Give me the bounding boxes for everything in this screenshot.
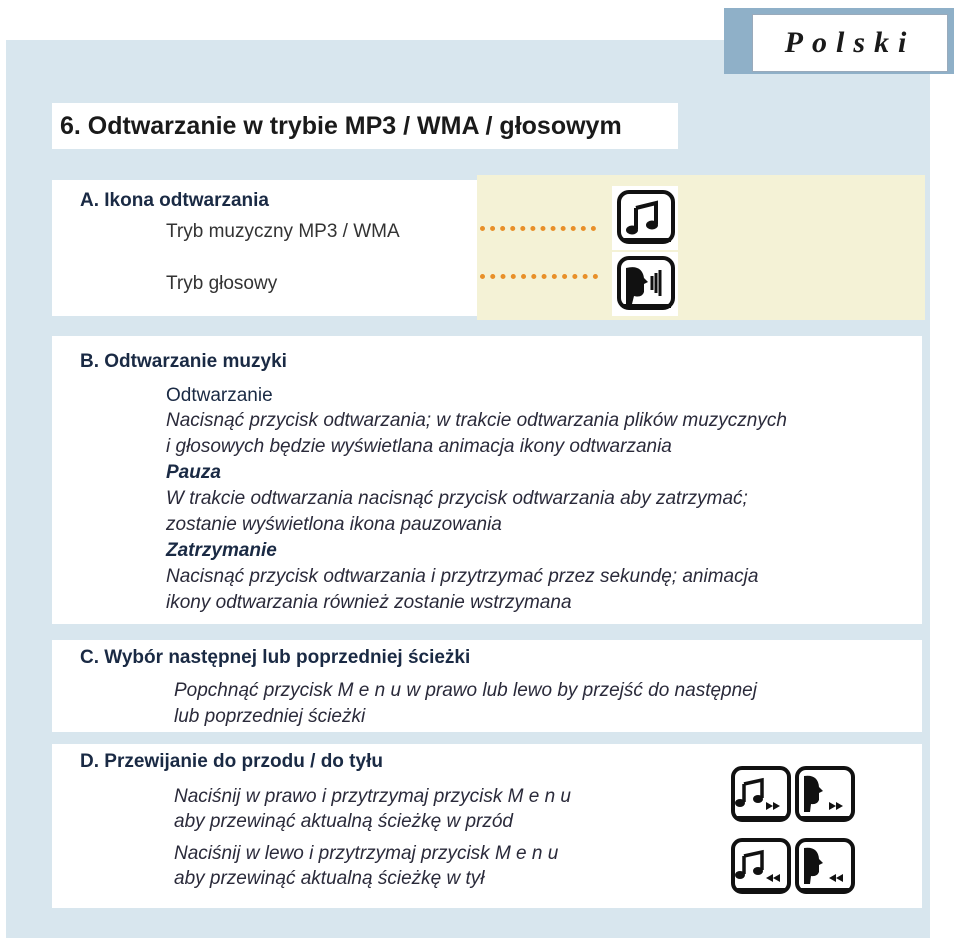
title-box [52,103,678,149]
language-label: Polski [752,14,948,72]
forward-icons-group [728,762,858,828]
play-line-2: i głosowych będzie wyświetlana animacja … [166,436,672,457]
section-a-heading: A. Ikona odtwarzania [80,190,269,211]
pause-title: Pauza [166,462,221,483]
page-title: 6. Odtwarzanie w trybie MP3 / WMA / głos… [60,112,622,140]
rewind-line-2: aby przewinąć aktualną ścieżkę w tył [174,868,485,889]
voice-leader-dots [480,274,598,279]
section-c-box [52,640,922,732]
rewind-line-1: Naciśnij w lewo i przytrzymaj przycisk M… [174,843,559,864]
forward-line-2: aby przewinąć aktualną ścieżkę w przód [174,811,514,832]
mode-music-label: Tryb muzyczny MP3 / WMA [166,221,400,242]
stop-line-2: ikony odtwarzania również zostanie wstrz… [166,592,572,613]
section-b-box [52,336,922,624]
section-a-box [52,180,482,316]
voice-speaker-icon [612,252,678,316]
section-c-line-1: Popchnąć przycisk M e n u w prawo lub le… [174,680,757,701]
forward-line-1: Naciśnij w prawo i przytrzymaj przycisk … [174,786,571,807]
pause-line-2: zostanie wyświetlona ikona pauzowania [166,514,502,535]
mode-voice-label: Tryb głosowy [166,273,278,294]
stop-title: Zatrzymanie [166,540,277,561]
music-forward-icon [731,766,791,822]
music-rewind-icon [731,838,791,894]
stop-line-1: Nacisnąć przycisk odtwarzania i przytrzy… [166,566,759,587]
section-c-heading: C. Wybór następnej lub poprzedniej ścież… [80,647,471,668]
section-a-icon-area [477,175,925,320]
section-c-line-2: lub poprzedniej ścieżki [174,706,366,727]
play-line-1: Nacisnąć przycisk odtwarzania; w trakcie… [166,410,787,431]
section-d-heading: D. Przewijanie do przodu / do tyłu [80,751,383,772]
voice-forward-icon [795,766,855,822]
music-note-icon [612,186,678,250]
pause-line-1: W trakcie odtwarzania nacisnąć przycisk … [166,488,748,509]
music-leader-dots [480,226,596,231]
rewind-icons-group [728,834,858,900]
voice-rewind-icon [795,838,855,894]
play-title: Odtwarzanie [166,385,273,406]
section-b-heading: B. Odtwarzanie muzyki [80,351,287,372]
